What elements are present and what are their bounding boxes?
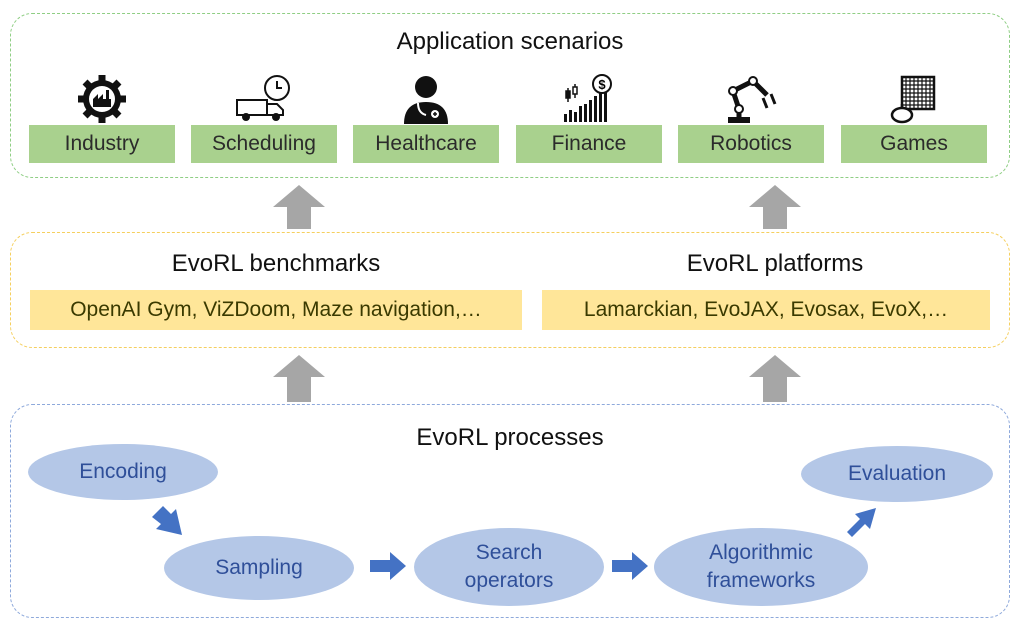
process-evaluation: Evaluation	[801, 446, 993, 502]
platforms-examples: Lamarckian, EvoJAX, Evosax, EvoX,…	[542, 290, 990, 330]
process-encoding: Encoding	[28, 444, 218, 500]
evorl-processes-panel	[10, 404, 1010, 618]
scenario-finance: Finance	[516, 125, 662, 163]
application-scenarios-title: Application scenarios	[396, 28, 624, 55]
process-search-operators: Search operators	[414, 528, 604, 606]
scenario-games: Games	[841, 125, 987, 163]
game-board-icon	[890, 75, 936, 124]
up-arrow-processes-to-platforms	[749, 355, 801, 402]
scenario-scheduling: Scheduling	[191, 125, 337, 163]
finance-chart-dollar-icon: $	[564, 74, 612, 122]
process-algorithmic-frameworks: Algorithmic frameworks	[654, 528, 868, 606]
evorl-processes-title: EvoRL processes	[416, 424, 604, 451]
robot-arm-icon	[728, 76, 777, 123]
scenario-robotics: Robotics	[678, 125, 824, 163]
platforms-title: EvoRL platforms	[686, 250, 864, 277]
up-arrow-benchmarks-to-applications	[273, 185, 325, 229]
up-arrow-processes-to-benchmarks	[273, 355, 325, 402]
application-scenarios-panel	[10, 13, 1010, 178]
svg-text:$: $	[598, 77, 606, 92]
up-arrow-platforms-to-applications	[749, 185, 801, 229]
benchmarks-examples: OpenAI Gym, ViZDoom, Maze navigation,…	[30, 290, 522, 330]
scenario-industry: Industry	[29, 125, 175, 163]
benchmarks-platforms-panel	[10, 232, 1010, 348]
delivery-truck-clock-icon	[236, 75, 290, 121]
process-sampling: Sampling	[164, 536, 354, 600]
scenario-healthcare: Healthcare	[353, 125, 499, 163]
doctor-icon	[404, 76, 448, 124]
benchmarks-title: EvoRL benchmarks	[171, 250, 381, 277]
gear-factory-icon	[78, 75, 126, 123]
